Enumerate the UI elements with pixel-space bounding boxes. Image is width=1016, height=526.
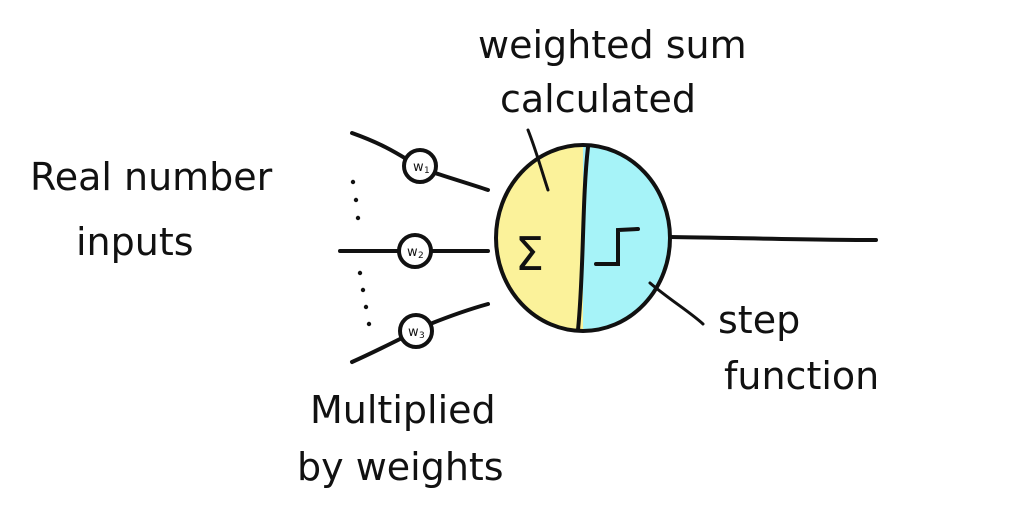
sum-label-line1: weighted sum bbox=[478, 23, 747, 67]
weight-node-3: w 3 bbox=[398, 313, 434, 349]
weight-subscript: 3 bbox=[419, 331, 425, 341]
weight-symbol: w bbox=[408, 325, 419, 340]
neuron: Σ bbox=[494, 143, 672, 333]
weights-label-line2: by weights bbox=[297, 445, 504, 489]
step-label-line1: step bbox=[718, 298, 800, 342]
sum-label-line2: calculated bbox=[500, 77, 696, 121]
sum-pointer bbox=[526, 128, 550, 192]
weight-subscript: 1 bbox=[424, 166, 430, 176]
weight-symbol: w bbox=[407, 245, 418, 260]
step-symbol bbox=[594, 227, 640, 266]
weight-node-2: w 2 bbox=[397, 233, 433, 269]
step-label-line2: function bbox=[724, 354, 879, 398]
weight-subscript: 2 bbox=[418, 251, 424, 261]
sum-symbol: Σ bbox=[515, 227, 544, 281]
inputs-label-line1: Real number bbox=[30, 155, 273, 199]
weight-node-1: w 1 bbox=[402, 148, 438, 184]
weight-symbol: w bbox=[413, 160, 424, 175]
input-line-3 bbox=[350, 302, 490, 364]
neuron-divider bbox=[576, 145, 590, 332]
sum-half bbox=[496, 145, 583, 331]
output-line bbox=[668, 235, 878, 242]
step-half bbox=[583, 145, 670, 331]
weights-label-line1: Multiplied bbox=[310, 388, 496, 432]
ellipsis-dots bbox=[350, 179, 372, 327]
step-pointer bbox=[648, 281, 705, 326]
inputs-label-line2: inputs bbox=[76, 220, 194, 264]
